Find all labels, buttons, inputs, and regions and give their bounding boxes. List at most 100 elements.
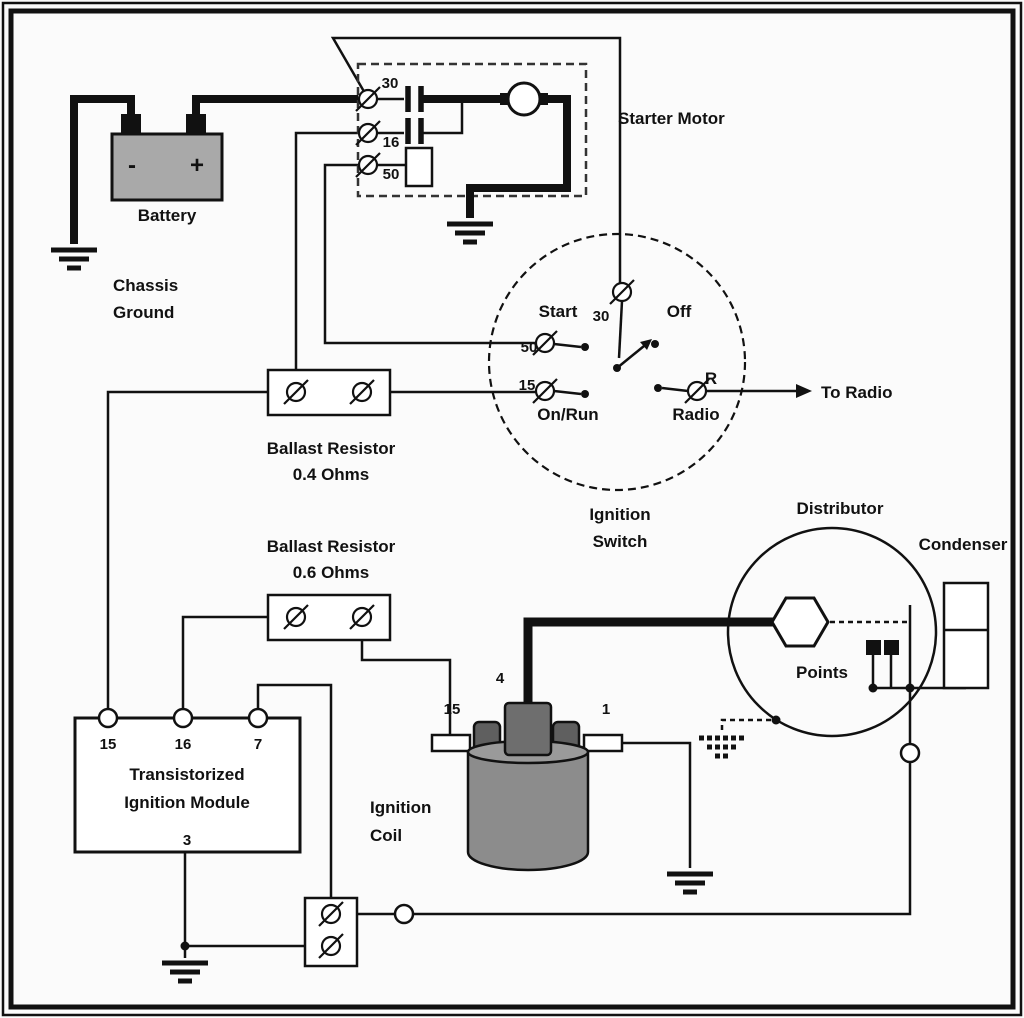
wire-module7-connector [256, 683, 333, 906]
battery: - + Battery [110, 114, 224, 225]
switch-off-label: Off [667, 302, 692, 321]
points-contact-right [884, 640, 899, 655]
chassis-ground-label-1: Chassis [113, 276, 178, 295]
motor-brush-left [500, 93, 509, 105]
distributor: Points [699, 526, 966, 764]
wire-relay30-switch30 [330, 36, 622, 284]
coil-body [466, 750, 590, 872]
switch-radio-label: Radio [672, 405, 719, 424]
module-16-label: 16 [175, 736, 192, 753]
inline-connector [393, 903, 415, 925]
wire-ht-lead [523, 617, 776, 712]
points-contact-left [866, 640, 881, 655]
junction-points [868, 683, 878, 693]
battery-body [110, 132, 224, 202]
coil-lug-1 [582, 733, 624, 753]
wires [70, 36, 912, 958]
wire-module16-ballast06 [181, 615, 287, 710]
ballast-resistor-04: Ballast Resistor 0.4 Ohms [266, 368, 396, 484]
ballast04-label-2: 0.4 Ohms [293, 465, 370, 484]
condenser-body [942, 581, 990, 690]
battery-label: Battery [138, 206, 197, 225]
switch-onrun-label: On/Run [537, 405, 598, 424]
junction-condenser [905, 683, 915, 693]
relay-terminal-30-label: 30 [382, 75, 399, 92]
distributor-body [726, 526, 938, 738]
transistorized-ignition-module: 15 16 7 Transistorized Ignition Module 3 [73, 707, 302, 854]
ignition-switch-title-2: Switch [593, 532, 648, 551]
relay-terminal-50-label: 50 [383, 166, 400, 183]
distributor-label: Distributor [797, 499, 884, 518]
wire-connector-points-lower [413, 762, 912, 916]
inner-frame [8, 8, 1016, 1010]
coil-15-label: 15 [444, 701, 461, 718]
switch-contact-off [651, 340, 659, 348]
wire-ballast04-module15 [106, 390, 287, 710]
wire-relay50-switch50 [323, 163, 536, 345]
switch-contact-onrun [581, 390, 589, 398]
relay-winding [404, 146, 434, 188]
module-name-1: Transistorized [129, 765, 244, 784]
bottom-connector [303, 896, 415, 968]
motor-brush-right [539, 93, 548, 105]
to-radio-label: To Radio [821, 383, 892, 402]
coil-ht-tower [503, 701, 553, 757]
starter-motor-symbol [506, 81, 542, 117]
coil-lug-15 [430, 733, 472, 753]
switch-30-label: 30 [593, 308, 610, 325]
battery-plus-sign: + [190, 152, 204, 179]
switch-50-contact-wire [553, 342, 582, 349]
points-wire-connector [899, 742, 921, 764]
wire-relay16-ballast04 [294, 131, 359, 370]
distributor-ground-tab [771, 715, 781, 725]
switch-contact-radio [654, 384, 662, 392]
module-name-2: Ignition Module [124, 793, 250, 812]
starter-motor-label: Starter Motor [618, 109, 725, 128]
distributor-cam-hexagon [770, 596, 830, 648]
module-7-label: 7 [254, 736, 262, 753]
switch-30-feed [617, 300, 624, 359]
battery-post-negative [121, 114, 141, 134]
to-radio-arrowhead [796, 384, 812, 398]
condenser: Condenser [919, 535, 1008, 690]
chassis-ground-label-2: Ground [113, 303, 174, 322]
module-terminal-15 [97, 707, 119, 729]
module-body [73, 716, 302, 854]
ballast04-label-1: Ballast Resistor [267, 439, 396, 458]
coil-4-label: 4 [496, 670, 505, 687]
ignition-switch: Start 50 30 Off 15 On/Run R Radio [487, 232, 747, 492]
module-terminal-16 [172, 707, 194, 729]
ignition-coil-label-1: Ignition [370, 798, 431, 817]
starter-relay: 30 16 50 [354, 62, 588, 242]
ignition-coil: 15 4 1 [430, 670, 624, 872]
ignition-switch-boundary [487, 232, 747, 492]
switch-contact-start [581, 343, 589, 351]
battery-post-positive [186, 114, 206, 134]
ballast06-label-1: Ballast Resistor [267, 537, 396, 556]
ignition-switch-title-1: Ignition [589, 505, 650, 524]
ignition-coil-label-2: Coil [370, 826, 402, 845]
ballast-resistor-06: Ballast Resistor 0.6 Ohms [266, 537, 396, 642]
module-terminal-7 [247, 707, 269, 729]
switch-15-label: 15 [519, 377, 536, 394]
wire-coil1-ground [618, 741, 692, 868]
relay-wire-contact-link [423, 101, 464, 135]
switch-rotor-arrowhead [640, 339, 652, 350]
switch-rotor-arm [616, 345, 645, 369]
points-label: Points [796, 663, 848, 682]
module-3-label: 3 [183, 832, 191, 849]
relay-wire-motor-ground [466, 95, 571, 218]
wire-ballast06-coil15 [360, 626, 452, 735]
distributor-ground-dashed-wire [720, 718, 771, 734]
switch-50-label: 50 [521, 339, 538, 356]
switch-15-contact-wire [553, 389, 582, 396]
battery-minus-sign: - [128, 152, 136, 179]
relay-terminal-16-label: 16 [383, 134, 400, 151]
switch-start-label: Start [539, 302, 578, 321]
ballast06-label-2: 0.6 Ohms [293, 563, 370, 582]
module-15-label: 15 [100, 736, 117, 753]
condenser-label: Condenser [919, 535, 1008, 554]
switch-r-contact-wire [661, 386, 689, 393]
